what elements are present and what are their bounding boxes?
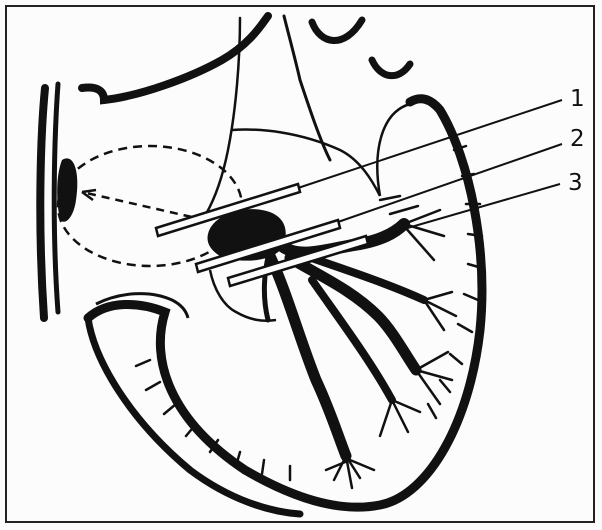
callout-label-3: 3 [568,170,583,196]
leader-line-1 [298,100,562,188]
inner-wall-ticks [136,146,482,480]
dashed-arrow [82,192,205,220]
thin-branch-left [264,250,270,320]
atrial-wall-outer [40,88,45,318]
right-chamber-line [377,104,410,196]
callout-label-2: 2 [570,126,585,152]
aortic-ring-2 [372,60,410,76]
callout-label-1: 1 [570,86,585,112]
aortic-ring-1 [312,20,362,41]
